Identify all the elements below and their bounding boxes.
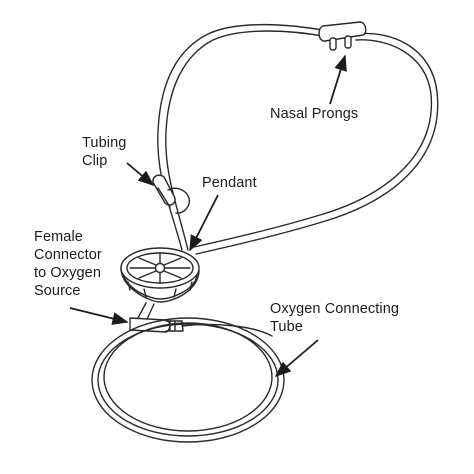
- oxygen-tube-coil: [91, 317, 285, 443]
- female-connector-arrow: [69, 307, 129, 325]
- oxygen-tube-arrow: [274, 339, 319, 378]
- female-connector-label: Female Connector to Oxygen Source: [34, 229, 102, 299]
- pendant-shape: [120, 247, 200, 303]
- tubing-clip-shape: [152, 174, 191, 214]
- nasal-prongs-arrow: [329, 54, 347, 105]
- pendant-arrow: [189, 194, 219, 252]
- cannula-tube-right: [193, 32, 439, 255]
- tubing-clip-arrow: [126, 162, 155, 187]
- cannula-tube-left: [157, 23, 329, 251]
- pendant-label: Pendant: [202, 175, 257, 191]
- oxygen-connecting-tube-label: Oxygen Connecting Tube: [270, 301, 400, 335]
- tubing-clip-label: Tubing Clip: [82, 135, 127, 169]
- nasal-prongs-label: Nasal Prongs: [270, 106, 359, 122]
- nasal-prongs-shape: [318, 21, 367, 51]
